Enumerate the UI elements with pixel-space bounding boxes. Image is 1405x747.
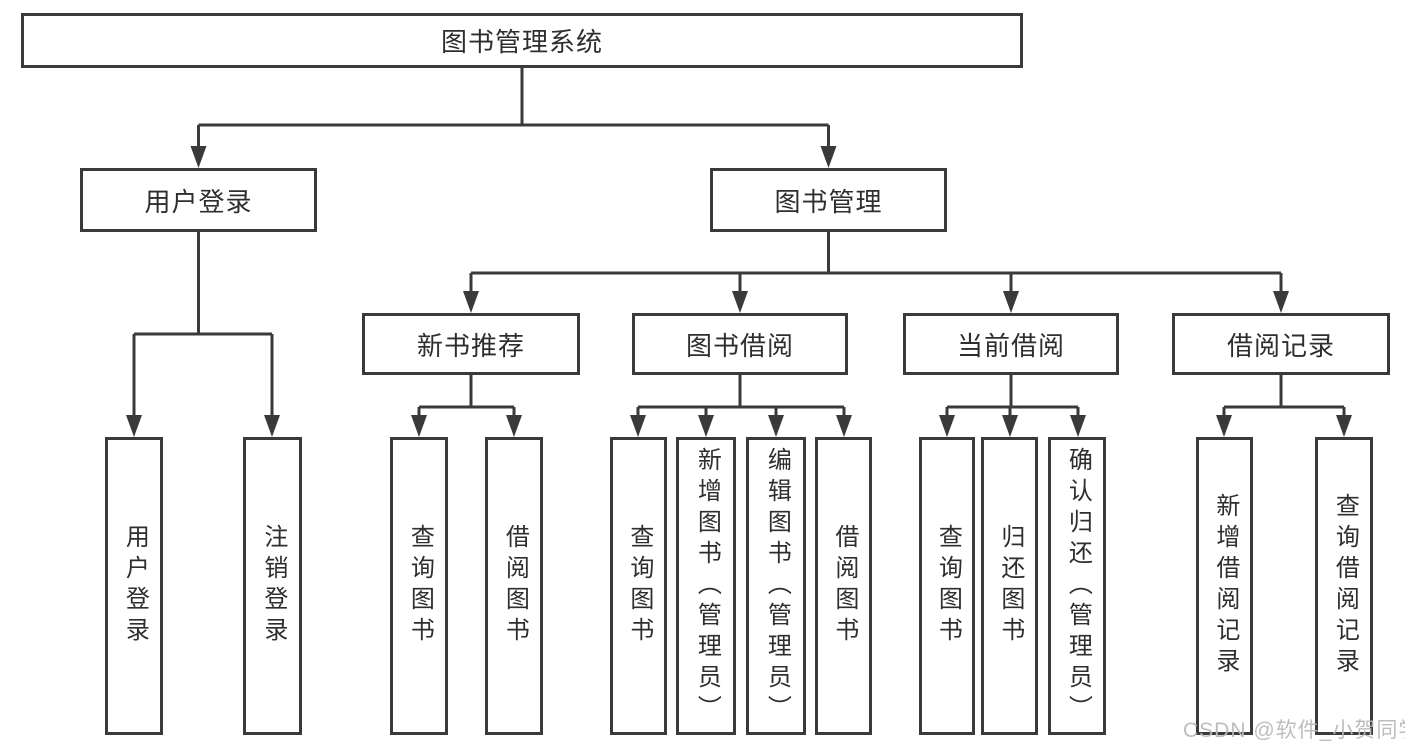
node-label: 查询借阅记录 — [1331, 493, 1359, 679]
node-label: 图书借阅 — [685, 330, 794, 361]
node-book-borrow: 图书借阅 — [632, 313, 848, 375]
leaf-borrow-books: 借阅图书 — [815, 437, 872, 735]
node-label: 当前借阅 — [956, 330, 1065, 361]
node-borrow-records: 借阅记录 — [1172, 313, 1390, 375]
node-label: 图书管理系统 — [440, 27, 603, 57]
node-label: 查询图书 — [934, 524, 962, 648]
leaf-logout: 注销登录 — [243, 437, 302, 735]
node-label: 编辑图书（管理员） — [763, 446, 791, 726]
leaf-add-book-admin: 新增图书（管理员） — [676, 437, 736, 735]
leaf-user-login: 用户登录 — [105, 437, 163, 735]
node-label: 查询图书 — [625, 524, 653, 648]
node-label: 借阅图书 — [501, 524, 529, 648]
node-label: 新增图书（管理员） — [693, 446, 721, 726]
leaf-query-borrow-record: 查询借阅记录 — [1315, 437, 1373, 735]
node-user-login: 用户登录 — [80, 168, 317, 232]
node-label: 新书推荐 — [416, 330, 525, 361]
leaf-query-books-recommend: 查询图书 — [390, 437, 448, 735]
node-library-management-system: 图书管理系统 — [21, 13, 1023, 68]
node-label: 确认归还（管理员） — [1064, 446, 1092, 726]
node-new-book-recommend: 新书推荐 — [362, 313, 580, 375]
arrowheads — [126, 146, 1352, 437]
node-label: 新增借阅记录 — [1211, 493, 1239, 679]
node-label: 归还图书 — [996, 524, 1024, 648]
node-label: 借阅图书 — [830, 524, 858, 648]
node-label: 图书管理 — [774, 186, 883, 217]
leaf-query-books-current: 查询图书 — [919, 437, 975, 735]
node-label: 注销登录 — [259, 524, 287, 648]
node-label: 用户登录 — [121, 524, 149, 648]
leaf-confirm-return-admin: 确认归还（管理员） — [1048, 437, 1106, 735]
leaf-query-books-borrow: 查询图书 — [610, 437, 667, 735]
leaf-edit-book-admin: 编辑图书（管理员） — [746, 437, 806, 735]
csdn-watermark: CSDN @软件_小贺同学 — [1183, 719, 1405, 742]
leaf-borrow-books-recommend: 借阅图书 — [485, 437, 543, 735]
node-current-borrow: 当前借阅 — [903, 313, 1119, 375]
leaf-add-borrow-record: 新增借阅记录 — [1196, 437, 1253, 735]
node-book-management: 图书管理 — [710, 168, 947, 232]
node-label: 查询图书 — [406, 524, 434, 648]
node-label: 借阅记录 — [1226, 330, 1335, 361]
leaf-return-book: 归还图书 — [981, 437, 1038, 735]
node-label: 用户登录 — [144, 186, 253, 217]
